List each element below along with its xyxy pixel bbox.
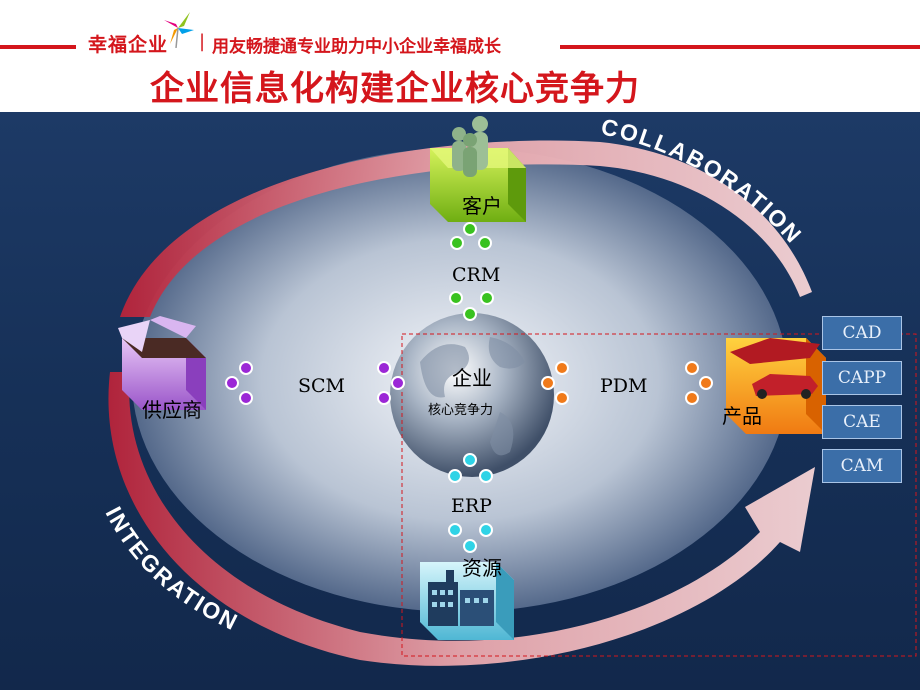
product-label: 产品 bbox=[722, 404, 762, 428]
center-label-line1: 企业 bbox=[452, 366, 492, 390]
scm-dots-right bbox=[377, 361, 405, 405]
scm-label: SCM bbox=[298, 375, 346, 397]
supplier-cube bbox=[118, 316, 206, 410]
pdm-dots-left bbox=[541, 361, 569, 405]
center-label-line2: 核心竞争力 bbox=[428, 403, 494, 418]
module-cae: CAE bbox=[822, 405, 902, 439]
pinwheel-logo-icon bbox=[164, 12, 194, 48]
dashed-highlight-box bbox=[401, 333, 917, 657]
pdm-label: PDM bbox=[600, 375, 648, 397]
module-capp: CAPP bbox=[822, 361, 902, 395]
product-cube bbox=[726, 338, 826, 434]
globe-continents bbox=[420, 337, 525, 456]
crm-dots-bottom bbox=[449, 291, 494, 321]
header-separator: | bbox=[199, 31, 206, 52]
pdm-dots-right bbox=[685, 361, 713, 405]
crm-label: CRM bbox=[452, 264, 501, 286]
diagram-canvas: COLLABORATION INTEGRATION bbox=[101, 113, 917, 666]
header-slogan: 用友畅捷通专业助力中小企业幸福成长 bbox=[212, 37, 501, 57]
crm-dots-top bbox=[450, 222, 492, 250]
module-cam: CAM bbox=[822, 449, 902, 483]
diagram-panel: COLLABORATION INTEGRATION 客户 CRM 供应商 SCM… bbox=[0, 112, 920, 690]
supplier-label: 供应商 bbox=[142, 398, 202, 422]
page-title: 企业信息化构建企业核心竞争力 bbox=[150, 69, 640, 109]
resource-cube bbox=[420, 562, 514, 640]
globe bbox=[390, 313, 554, 477]
brand-name: 幸福企业 bbox=[88, 34, 169, 56]
resource-label: 资源 bbox=[462, 556, 502, 580]
collaboration-arrow bbox=[120, 140, 812, 317]
erp-dots-top bbox=[448, 453, 493, 483]
header-line-left bbox=[0, 45, 76, 49]
erp-dots-bottom bbox=[448, 523, 493, 553]
module-cad: CAD bbox=[822, 316, 902, 350]
erp-label: ERP bbox=[451, 495, 492, 517]
customer-label: 客户 bbox=[462, 194, 502, 218]
scm-dots-left bbox=[225, 361, 253, 405]
customer-cube bbox=[430, 116, 526, 222]
header: 幸福企业 | 用友畅捷通专业助力中小企业幸福成长 企业信息化构建企业核心竞争力 bbox=[0, 0, 920, 112]
header-line-right bbox=[560, 45, 920, 49]
